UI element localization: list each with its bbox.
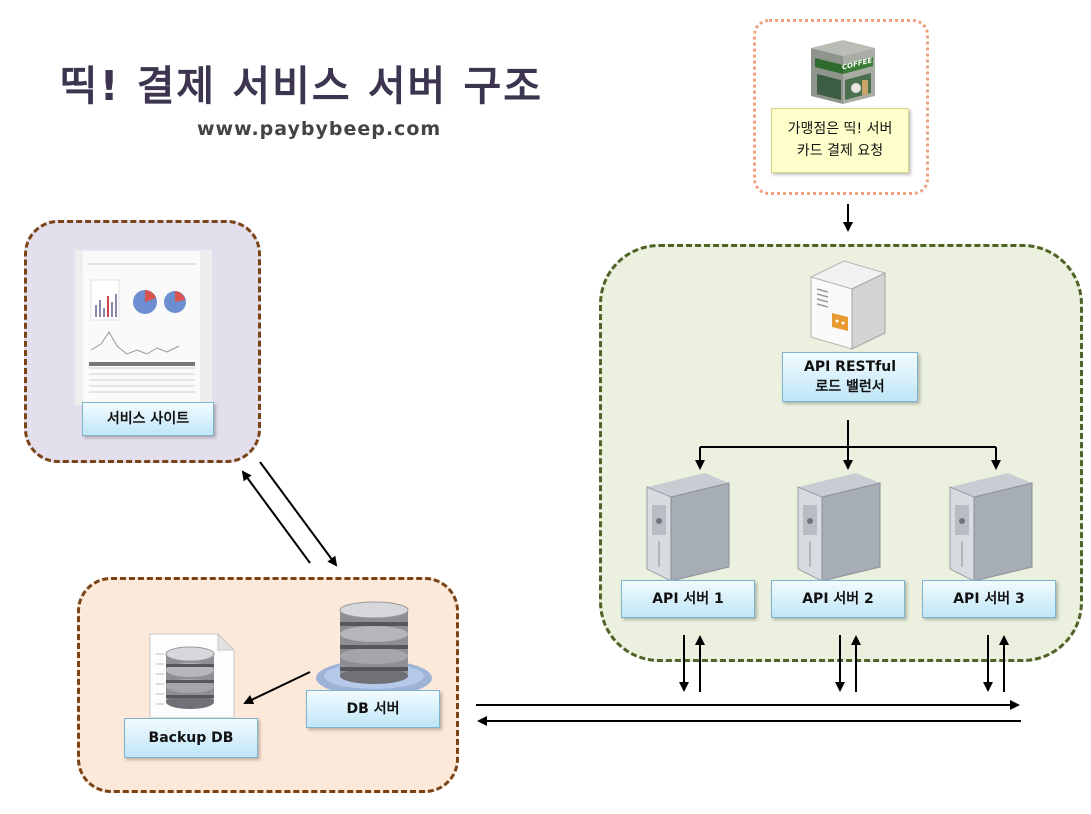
store-note-line2: 카드 결제 요청 (796, 142, 884, 159)
db-server-label: DB 서버 (306, 690, 440, 728)
load-balancer-line2: 로드 밸런서 (815, 379, 885, 395)
dashboard-screenshot-icon (75, 250, 212, 405)
load-balancer-server-icon (809, 260, 887, 350)
load-balancer-label: API RESTful 로드 밸런서 (782, 352, 918, 402)
tower-server-icon (949, 473, 1033, 582)
api-server-1-label: API 서버 1 (621, 580, 755, 618)
coffee-shop-icon: COFFEE (811, 40, 875, 104)
api-server-2-label: API 서버 2 (771, 580, 905, 618)
api-server-3-label: API 서버 3 (922, 580, 1056, 618)
load-balancer-line1: API RESTful (803, 358, 896, 375)
page-title: 띡! 결제 서비스 서버 구조 (60, 62, 543, 110)
database-icon (316, 601, 432, 696)
store-note-line1: 가맹점은 띡! 서버 (787, 120, 893, 137)
backup-database-icon (149, 632, 236, 719)
backup-db-label: Backup DB (124, 718, 258, 758)
tower-server-icon (646, 473, 730, 582)
service-site-label: 서비스 사이트 (82, 402, 214, 436)
page-subtitle: www.paybybeep.com (197, 118, 442, 140)
tower-server-icon (797, 473, 881, 582)
